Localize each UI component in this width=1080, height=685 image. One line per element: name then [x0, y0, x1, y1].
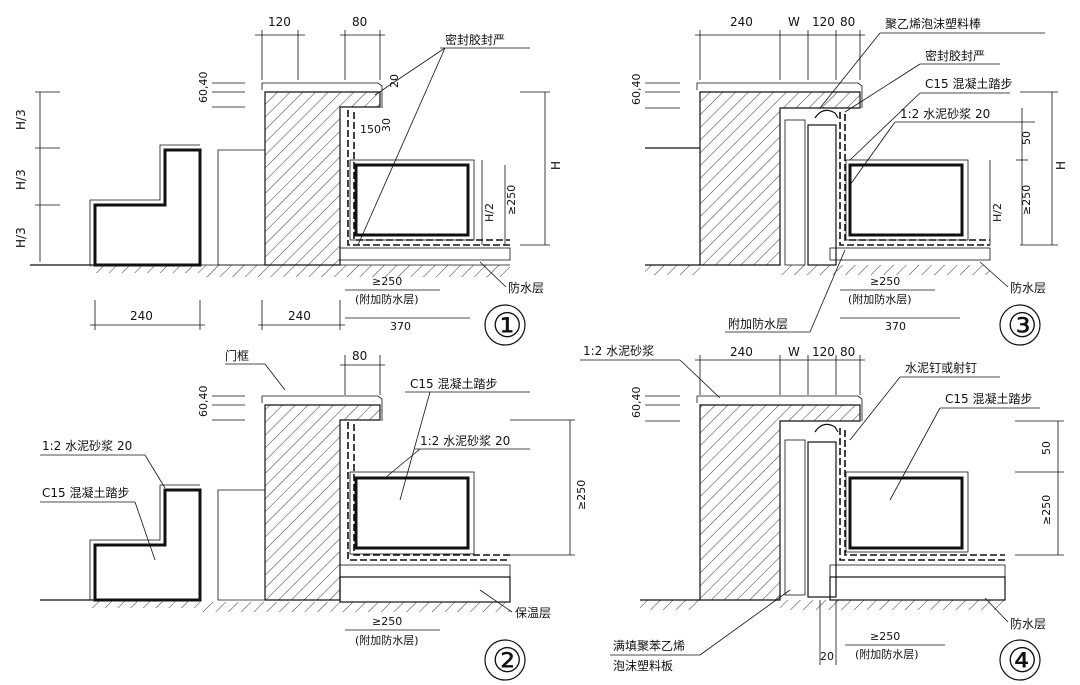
pe-foam-rod: [784, 119, 806, 266]
detail-4: 240 W 120 80 60,40 1:2 水泥砂浆 水泥钉或射钉 C15 混…: [580, 343, 1064, 681]
svg-text:≥250: ≥250: [575, 480, 588, 510]
svg-text:60,40: 60,40: [630, 74, 643, 106]
c15-step: [354, 163, 470, 237]
base-hatch: [90, 265, 200, 273]
sealant-label-1: 密封胶封严: [445, 32, 505, 47]
dim-80: 80: [352, 15, 367, 29]
svg-text:④: ④: [1007, 641, 1037, 681]
svg-text:≥250: ≥250: [870, 275, 900, 288]
stepped-block-2: [93, 488, 202, 602]
mortar-label-3: 1:2 水泥砂浆 20: [900, 106, 990, 121]
stepped-block: [93, 148, 202, 267]
svg-text:80: 80: [840, 345, 855, 359]
svg-text:H/2: H/2: [991, 203, 1004, 222]
wall-concrete: [217, 149, 266, 266]
insulation-layer: [339, 576, 511, 603]
extra-wp-paren-1: (附加防水层): [355, 292, 419, 306]
detail-3: 240 W 120 80 60,40 聚乙烯泡沫塑料棒 密封胶封严 C15 混凝…: [630, 15, 1068, 346]
svg-text:120: 120: [812, 345, 835, 359]
dim-h2: H/2: [483, 203, 496, 222]
detail-number-2: [484, 639, 526, 681]
svg-text:③: ③: [1007, 306, 1037, 346]
dim-20: 20: [388, 74, 401, 88]
wall-hatch: [264, 91, 381, 266]
dim-370: 370: [390, 320, 411, 333]
c15-step-3: [848, 163, 964, 237]
dim-250-v: ≥250: [505, 185, 518, 215]
waterproof-label-1: 防水层: [508, 280, 544, 295]
eps-fill-label-1: 满填聚苯乙烯: [613, 639, 685, 653]
detail-number-3: [999, 304, 1041, 346]
svg-text:370: 370: [885, 320, 906, 333]
svg-text:50: 50: [1020, 131, 1033, 145]
dim-h3-b: H/3: [14, 169, 28, 190]
detail-2: 80 60,40 门框 C15 混凝土踏步 1:2 水泥砂浆 20 1:2 水泥…: [40, 348, 588, 681]
svg-text:(附加防水层): (附加防水层): [855, 647, 919, 661]
dim-60-40: 60,40: [197, 72, 210, 104]
waterproof-label-4: 防水层: [1010, 616, 1046, 631]
svg-text:80: 80: [840, 15, 855, 29]
sealant-label-3: 密封胶封严: [925, 48, 985, 63]
svg-text:≥250: ≥250: [372, 615, 402, 628]
c15-label-2: C15 混凝土踏步: [410, 376, 497, 391]
dim-h: H: [549, 161, 563, 170]
c15-step-2: [354, 476, 470, 550]
detail-number-1: [484, 304, 526, 346]
coping-outline: [261, 82, 383, 108]
svg-text:120: 120: [812, 15, 835, 29]
waterproof-label-3: 防水层: [1010, 280, 1046, 295]
dim-240-mid: 240: [288, 309, 311, 323]
subgrade-hatch: [200, 265, 510, 277]
mortar-label-2: 1:2 水泥砂浆 20: [420, 433, 510, 448]
dim-240-left: 240: [130, 309, 153, 323]
svg-text:②: ②: [492, 641, 522, 681]
dim-w: W: [788, 15, 800, 29]
detail-number-4: [999, 639, 1041, 681]
insulation-label: 保温层: [515, 606, 551, 620]
dim-250: ≥250: [372, 275, 402, 288]
svg-text:80: 80: [352, 349, 367, 363]
mortar-label-2-left: 1:2 水泥砂浆 20: [42, 438, 132, 453]
c15-label-2-left: C15 混凝土踏步: [42, 485, 129, 500]
svg-text:50: 50: [1040, 441, 1053, 455]
eps-fill-label-2: 泡沫塑料板: [613, 658, 673, 673]
svg-text:≥250: ≥250: [1040, 495, 1053, 525]
dim-150: 150: [360, 123, 381, 136]
svg-text:(附加防水层): (附加防水层): [355, 633, 419, 647]
dim-30: 30: [380, 118, 393, 132]
mortar-label-4: 1:2 水泥砂浆: [583, 343, 654, 358]
svg-text:(附加防水层): (附加防水层): [848, 292, 912, 306]
svg-text:240: 240: [730, 15, 753, 29]
floor-layer: [339, 247, 511, 261]
pe-rod-label: 聚乙烯泡沫塑料棒: [885, 16, 981, 31]
eps-fill-board: [784, 439, 806, 596]
dim-h3-a: H/3: [14, 109, 28, 130]
dim-h3-c: H/3: [14, 227, 28, 248]
svg-text:60,40: 60,40: [630, 387, 643, 419]
waterproof-membrane: [347, 110, 510, 246]
svg-text:W: W: [788, 345, 800, 359]
c15-label-4: C15 混凝土踏步: [945, 391, 1032, 406]
extra-wp-label-3: 附加防水层: [728, 316, 788, 331]
c15-step-4: [848, 476, 964, 550]
dim-20-4: 20: [820, 650, 834, 663]
c15-label-3: C15 混凝土踏步: [925, 76, 1012, 91]
svg-text:H: H: [1054, 161, 1068, 170]
detail-1: 120 80 60,40 H/3 H/3 H/3 240 240 ≥250 (附…: [14, 15, 563, 346]
svg-text:240: 240: [730, 345, 753, 359]
door-frame-label: 门框: [225, 348, 249, 363]
svg-text:≥250: ≥250: [870, 630, 900, 643]
svg-text:60,40: 60,40: [197, 386, 210, 418]
mortar-outline: [89, 144, 200, 265]
nail-label: 水泥钉或射钉: [905, 360, 977, 375]
svg-text:①: ①: [492, 306, 522, 346]
c15-mortar: [349, 159, 475, 241]
dim-120: 120: [268, 15, 291, 29]
svg-text:≥250: ≥250: [1020, 185, 1033, 215]
